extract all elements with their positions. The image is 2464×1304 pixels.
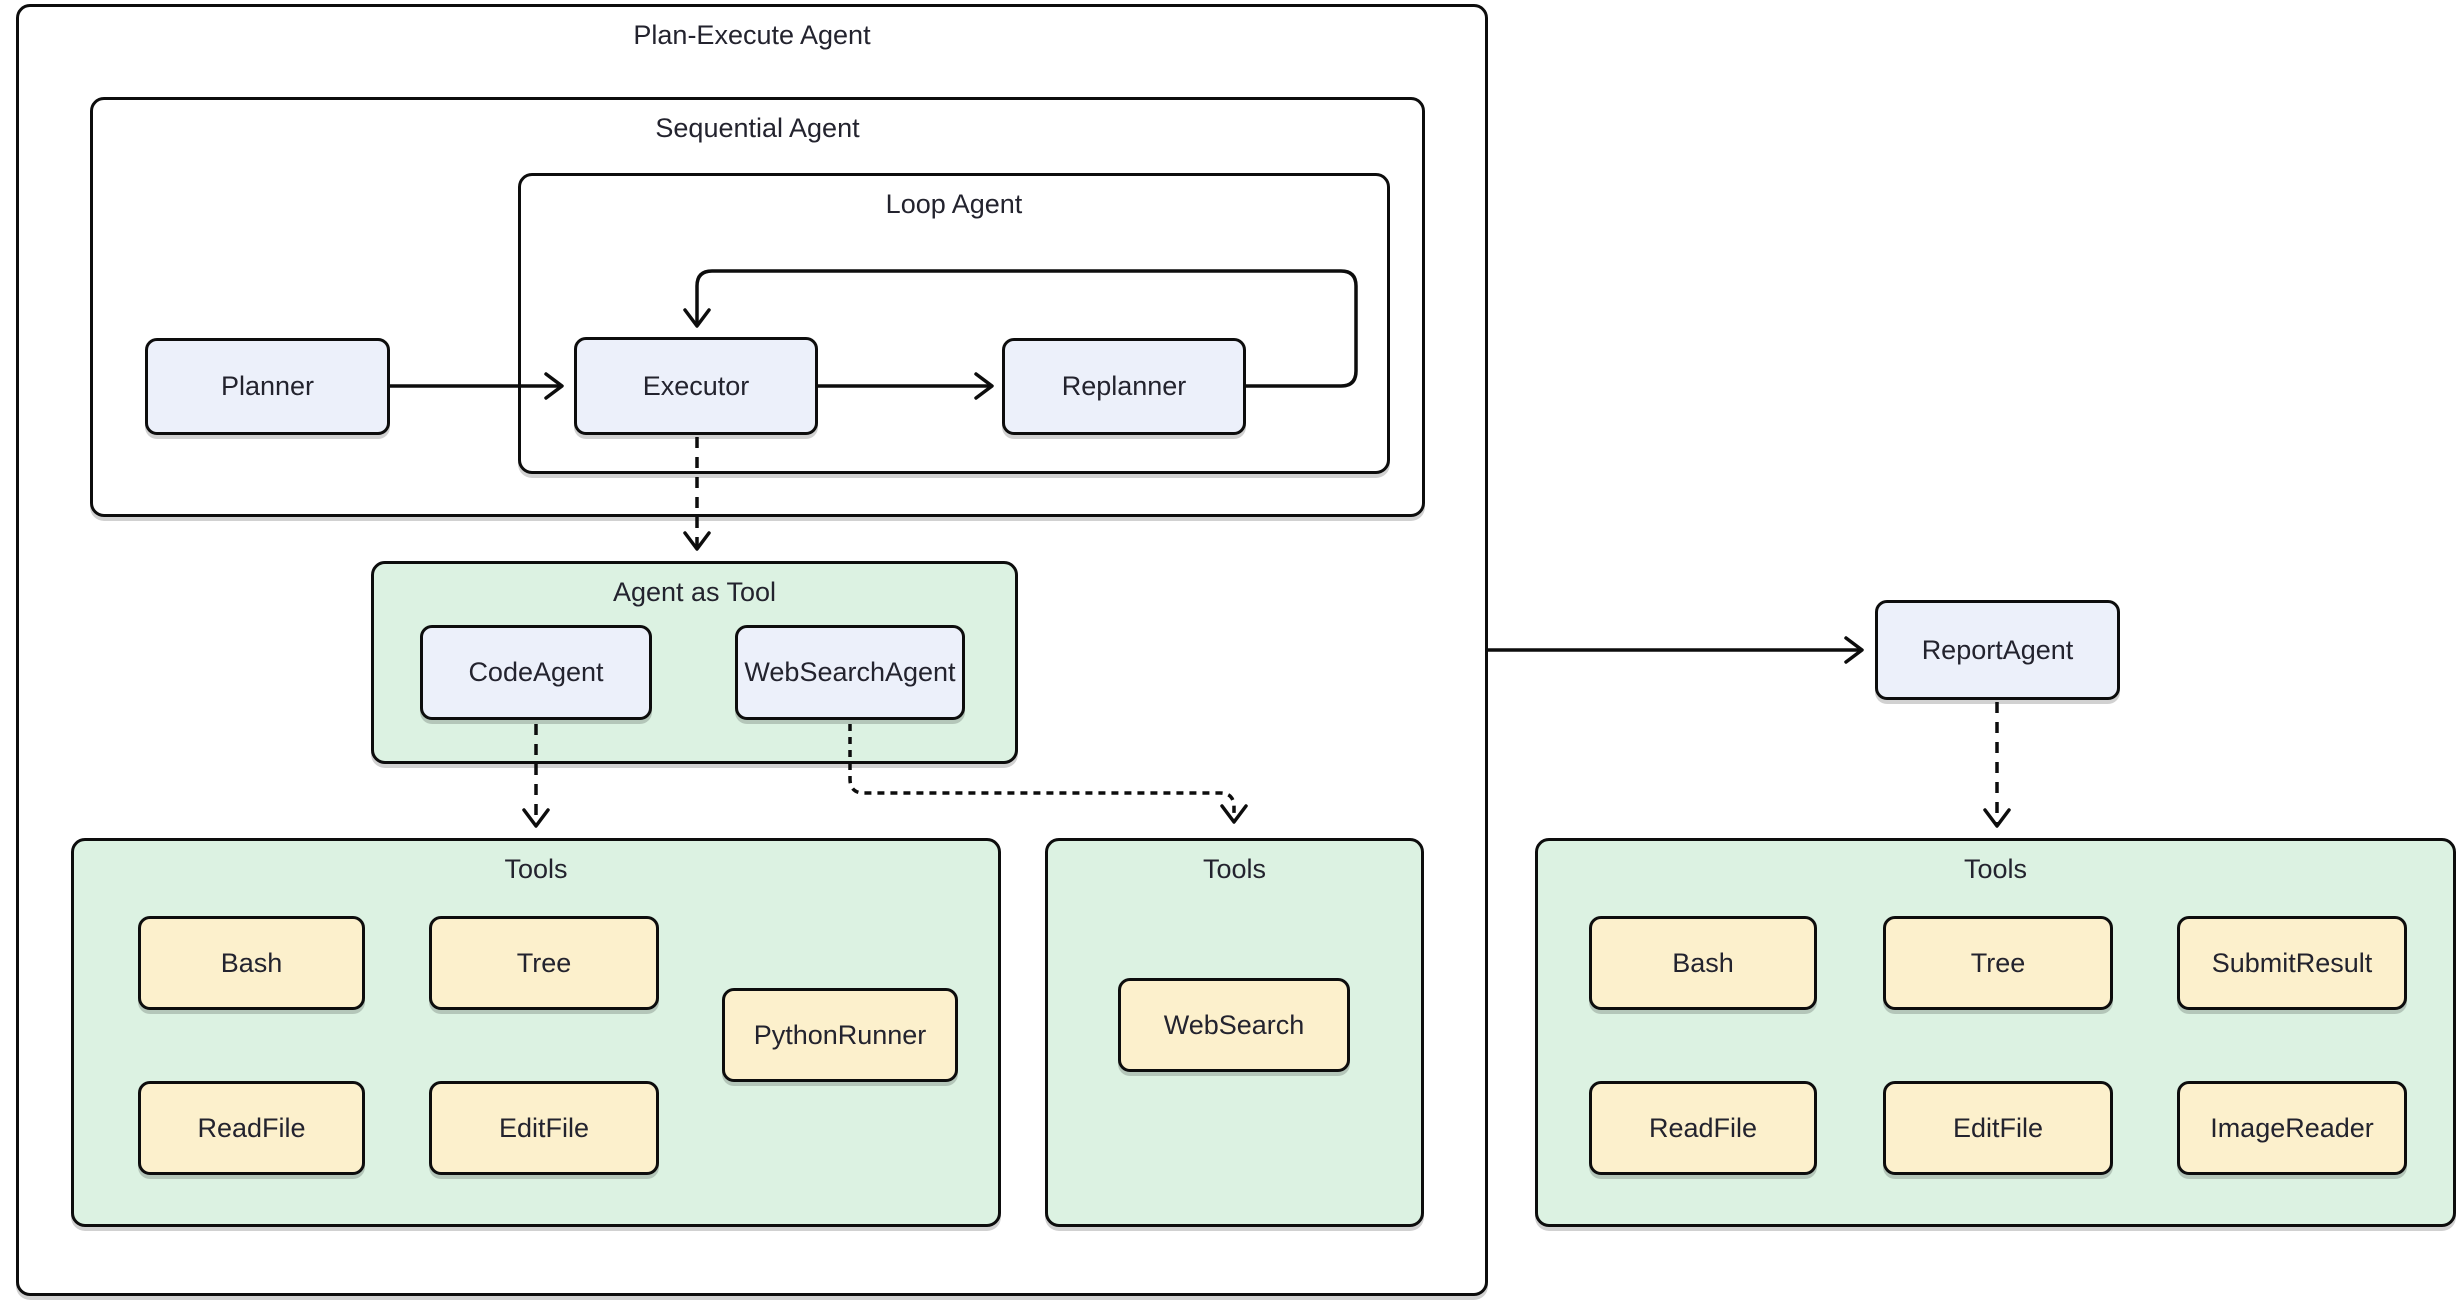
node-report-tool-edit-file: EditFile: [1883, 1081, 2113, 1175]
node-code-tool-edit-file: EditFile: [429, 1081, 659, 1175]
node-report-agent: ReportAgent: [1875, 600, 2120, 700]
title-plan-execute-agent: Plan-Execute Agent: [633, 20, 871, 50]
title-agent-as-tool: Agent as Tool: [612, 577, 777, 607]
node-code-agent: CodeAgent: [420, 625, 652, 720]
title-loop-agent: Loop Agent: [885, 189, 1023, 219]
node-code-tool-read-file: ReadFile: [138, 1081, 365, 1175]
node-planner: Planner: [145, 338, 390, 435]
node-executor: Executor: [574, 337, 818, 435]
title-search-tools: Tools: [1202, 854, 1267, 884]
title-report-tools: Tools: [1963, 854, 2028, 884]
node-code-tool-tree: Tree: [429, 916, 659, 1010]
node-code-tool-bash: Bash: [138, 916, 365, 1010]
node-report-tool-tree: Tree: [1883, 916, 2113, 1010]
node-report-tool-bash: Bash: [1589, 916, 1817, 1010]
node-web-search-agent: WebSearchAgent: [735, 625, 965, 720]
node-code-tool-python-runner: PythonRunner: [722, 988, 958, 1082]
node-replanner: Replanner: [1002, 338, 1246, 435]
node-report-tool-submit-result: SubmitResult: [2177, 916, 2407, 1010]
node-report-tool-image-reader: ImageReader: [2177, 1081, 2407, 1175]
title-code-tools: Tools: [504, 854, 568, 884]
node-report-tool-read-file: ReadFile: [1589, 1081, 1817, 1175]
title-sequential-agent: Sequential Agent: [655, 113, 860, 143]
node-search-tool-web-search: WebSearch: [1118, 978, 1350, 1072]
